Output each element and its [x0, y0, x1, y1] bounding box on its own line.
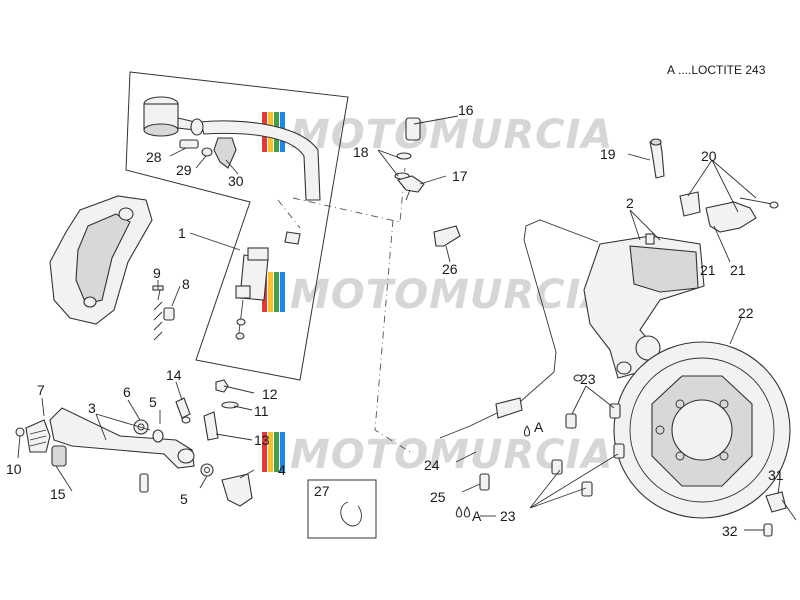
callout-32: 32	[722, 523, 738, 539]
callout-28: 28	[146, 149, 162, 165]
watermark-flag	[262, 432, 285, 472]
reference-line	[374, 219, 411, 453]
watermark-stripe-4	[280, 432, 285, 472]
callout-17: 17	[452, 168, 468, 184]
callout-21: 21	[700, 262, 716, 278]
callout-30: 30	[228, 173, 244, 189]
disc-bolt	[609, 403, 621, 419]
watermark-stripe-2	[268, 272, 273, 312]
speed-sensor	[765, 491, 797, 521]
washer-5a	[152, 429, 164, 443]
brake-caliper	[583, 233, 705, 379]
ring-11	[221, 401, 239, 409]
pivot-pin	[163, 307, 175, 321]
screw-32	[763, 523, 773, 537]
hose-clip-26	[433, 225, 461, 247]
clevis-14	[175, 397, 191, 424]
brake-disc	[613, 341, 791, 519]
callout-29: 29	[176, 162, 192, 178]
washer-10	[15, 427, 25, 437]
banjo-fitting-17	[397, 175, 425, 201]
callout-14: 14	[166, 367, 182, 383]
watermark-text: MOTOMURCIA	[290, 432, 613, 478]
callout-2: 2	[626, 195, 634, 211]
fitting-16	[405, 117, 421, 141]
callout-7: 7	[37, 382, 45, 398]
callout-16: 16	[458, 102, 474, 118]
return-spring	[152, 285, 164, 341]
brake-line	[439, 219, 599, 439]
bolt-15	[139, 473, 149, 493]
pedal-tip	[25, 419, 51, 453]
callout-22: 22	[738, 305, 754, 321]
legend-key: A	[667, 63, 675, 77]
loctite-drop-icon	[523, 425, 531, 437]
brake-fluid-reservoir	[143, 96, 196, 137]
callout-5: 5	[149, 394, 157, 410]
reference-line	[277, 199, 301, 229]
washer-5b	[200, 463, 214, 477]
callout-12: 12	[262, 386, 278, 402]
watermark-text: MOTOMURCIA	[290, 272, 613, 318]
callout-15: 15	[50, 486, 66, 502]
callout-9: 9	[153, 265, 161, 281]
watermark-stripe-1	[262, 432, 267, 472]
callout-21: 21	[730, 262, 746, 278]
master-cylinder-group-frame	[125, 71, 349, 381]
clip-box	[307, 479, 377, 539]
callout-27: 27	[314, 483, 330, 499]
disc-bolt	[551, 459, 563, 475]
master-cylinder	[235, 231, 301, 341]
watermark-stripe-3	[274, 272, 279, 312]
watermark-stripe-4	[280, 272, 285, 312]
callout-5: 5	[180, 491, 188, 507]
callout-1: 1	[178, 225, 186, 241]
callout-13: 13	[254, 432, 270, 448]
loctite-mark: A	[534, 419, 544, 435]
callout-11: 11	[254, 403, 269, 419]
callout-18: 18	[353, 144, 369, 160]
reservoir-hose	[190, 118, 321, 201]
bleeder-valve	[649, 138, 665, 179]
callout-10: 10	[6, 461, 22, 477]
callout-6: 6	[123, 384, 131, 400]
leader-lines	[17, 115, 781, 531]
disc-bolt	[565, 413, 577, 429]
callout-3: 3	[88, 400, 96, 416]
loctite-drop-icon	[455, 506, 471, 518]
reservoir-bracket	[179, 137, 237, 169]
callout-26: 26	[442, 261, 458, 277]
callout-20: 20	[701, 148, 717, 164]
bolt-25	[479, 473, 490, 491]
callout-8: 8	[182, 276, 190, 292]
callout-31: 31	[768, 467, 784, 483]
callout-23: 23	[580, 371, 596, 387]
pad-pin	[739, 197, 779, 209]
pivot-bolt-4	[221, 473, 253, 507]
brake-pad-left	[679, 191, 701, 217]
loctite-mark: A	[472, 508, 482, 524]
brake-pedal-lever	[49, 407, 195, 469]
heel-guard-plate	[49, 195, 153, 325]
watermark-stripe-3	[274, 432, 279, 472]
washers-18	[394, 152, 412, 180]
legend-text: ....LOCTITE 243	[678, 63, 766, 77]
watermark-stripe-2	[268, 432, 273, 472]
callout-24: 24	[424, 457, 440, 473]
callout-25: 25	[430, 489, 446, 505]
callout-19: 19	[600, 146, 616, 162]
callout-4: 4	[278, 462, 286, 478]
callout-23: 23	[500, 508, 516, 524]
nut-12	[215, 379, 229, 393]
brake-pad-right	[705, 201, 757, 233]
clevis-13	[203, 411, 219, 441]
